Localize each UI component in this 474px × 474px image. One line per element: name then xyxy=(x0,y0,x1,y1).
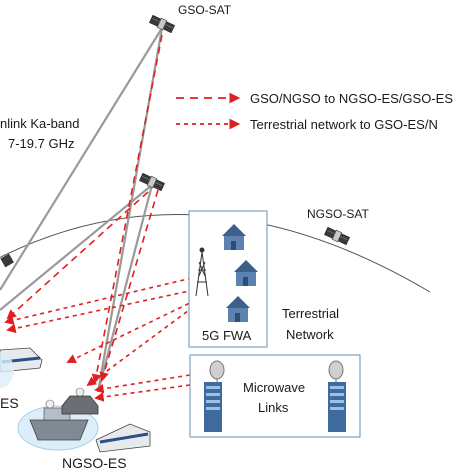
cell-tower-icon xyxy=(195,247,209,297)
server-tower-icon xyxy=(204,382,222,432)
train-icon xyxy=(95,423,151,453)
left-station-halo xyxy=(0,352,14,388)
sat-interference-lines xyxy=(6,34,163,384)
satellite-links xyxy=(0,27,164,393)
gso-sat-label: GSO-SAT xyxy=(178,3,232,17)
downlink-label-line2: 7-19.7 GHz xyxy=(8,136,74,151)
downlink-label-line1: nlink Ka-band xyxy=(0,116,80,131)
left-satellite-icon xyxy=(0,253,14,268)
terrestrial-label-line1: Terrestrial xyxy=(282,306,339,321)
microwave-dish-icon-2 xyxy=(328,360,344,382)
legend-item-2-label: Terrestrial network to GSO-ES/N xyxy=(250,117,438,132)
car-icon xyxy=(61,387,99,415)
fwa-label: 5G FWA xyxy=(202,328,252,343)
legend: GSO/NGSO to NGSO-ES/GSO-ES Terrestrial n… xyxy=(176,91,453,132)
legend-item-1-label: GSO/NGSO to NGSO-ES/GSO-ES xyxy=(250,91,453,106)
es-partial-label: ES xyxy=(0,395,19,411)
house-icon xyxy=(222,224,246,250)
microwave-label-line2: Links xyxy=(258,400,289,415)
house-icon-2 xyxy=(234,260,258,286)
ngso-sat-label: NGSO-SAT xyxy=(307,207,369,221)
server-tower-icon-2 xyxy=(328,382,346,432)
house-icon-3 xyxy=(226,296,250,322)
microwave-label-line1: Microwave xyxy=(243,380,305,395)
ngso-es-label: NGSO-ES xyxy=(62,455,127,471)
microwave-dish-icon xyxy=(209,360,225,382)
terrestrial-interference-lines xyxy=(4,277,201,402)
terrestrial-label-line2: Network xyxy=(286,327,334,342)
